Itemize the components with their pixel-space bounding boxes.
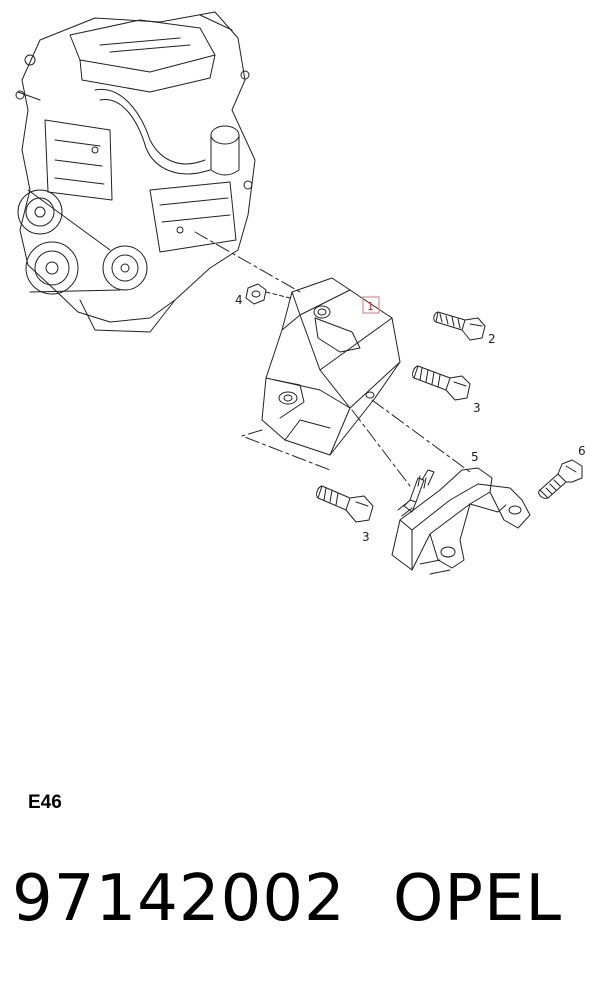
bolt-2 [433,311,486,341]
brand-name: OPEL [393,862,563,936]
callout-6-label[interactable]: 6 [578,444,586,458]
bolt-6 [538,459,583,499]
engine-mount-bracket [261,277,401,456]
engine-illustration [15,11,256,333]
callout-1-label[interactable]: 1 [367,300,374,313]
callout-1-box [362,296,380,314]
section-code: E46 [28,792,62,813]
callout-2-label[interactable]: 2 [488,332,496,346]
part-number: 97142002 [12,862,346,936]
callout-4-label[interactable]: 4 [235,293,243,307]
engine-mount-5 [391,467,531,575]
callout-3-label-upper[interactable]: 3 [473,401,481,415]
bolt-3-upper [412,365,471,401]
nut-4 [245,283,291,305]
callout-3-label-lower[interactable]: 3 [362,530,370,544]
bolt-3-lower [316,485,374,523]
callout-5-label[interactable]: 5 [471,450,479,464]
